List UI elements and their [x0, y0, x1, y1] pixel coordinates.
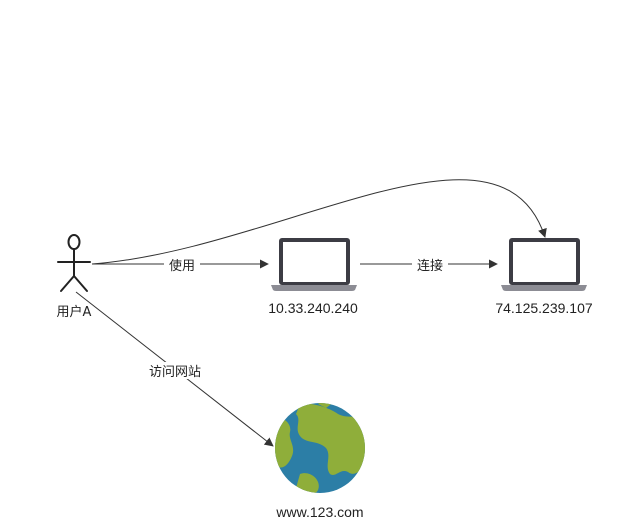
- globe-icon: [275, 403, 365, 493]
- website-label: www.123.com: [275, 504, 363, 520]
- laptop-icon: [501, 238, 587, 291]
- edge-use-label: 使用: [169, 258, 195, 274]
- edge-user-to-remote-curve: [91, 179, 547, 265]
- user-label: 用户A: [57, 304, 92, 320]
- laptop-icon: [271, 238, 357, 291]
- stick-figure-icon: [57, 234, 91, 292]
- edge-visit-label: 访问网站: [149, 365, 201, 380]
- remote-ip-label: 74.125.239.107: [495, 300, 593, 316]
- edge-connect-label: 连接: [417, 258, 443, 274]
- local-ip-label: 10.33.240.240: [268, 300, 358, 316]
